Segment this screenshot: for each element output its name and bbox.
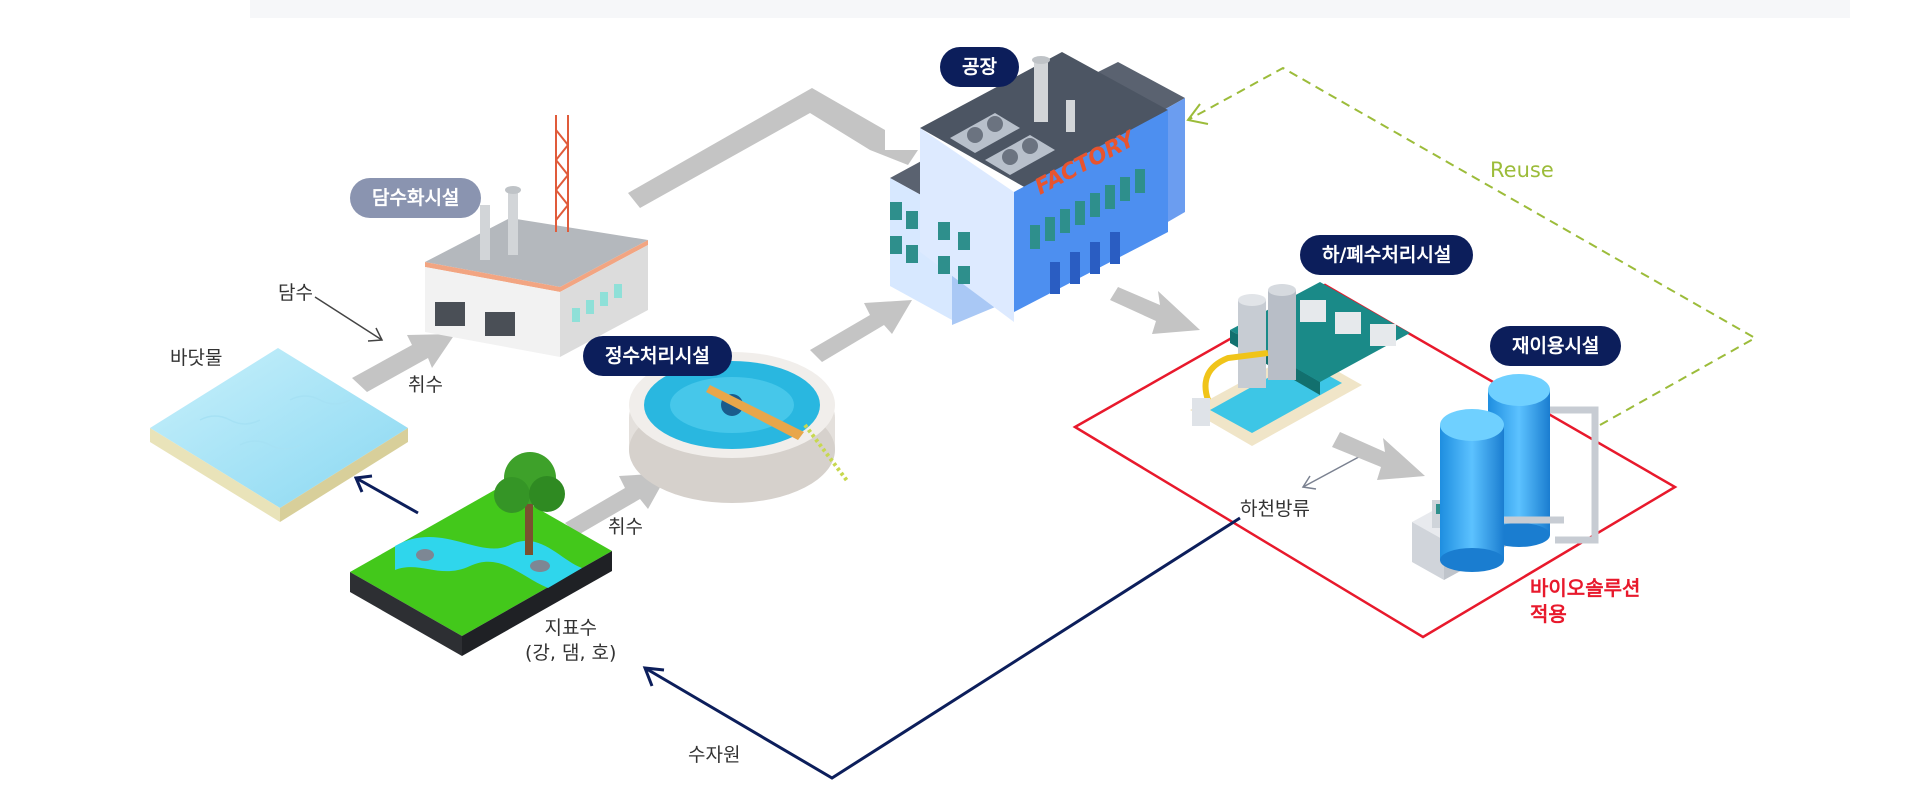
flow-arrow-factory-wastewater [1110, 287, 1200, 334]
bio-solution-line2: 적용 [1530, 602, 1567, 626]
desalination-plant-illustration [425, 115, 648, 357]
factory-illustration: FACTORY [890, 52, 1185, 325]
discharge-arrow [1302, 451, 1369, 488]
flow-arrow-wastewater-reuse [1332, 432, 1425, 480]
fresh-arrow [314, 296, 383, 341]
reuse-facility-label: 재이용시설 [1490, 326, 1622, 366]
seawater-illustration [150, 348, 408, 522]
to-sea-arrow [355, 476, 419, 515]
seawater-label: 바닷물 [170, 347, 223, 369]
desalination-label: 담수화시설 [350, 178, 482, 218]
intake-label-surface: 취수 [608, 516, 643, 538]
factory-label: 공장 [940, 47, 1019, 87]
flow-arrows [352, 88, 1425, 535]
purification-label: 정수처리시설 [583, 336, 732, 376]
flow-arrow-purify-factory [810, 300, 912, 362]
surface-water-label: 지표수 (강, 댐, 호) [525, 616, 616, 666]
reuse-label: Reuse [1490, 158, 1554, 182]
wastewater-label: 하/폐수처리시설 [1300, 235, 1474, 275]
surface-water-name: 지표수 [544, 617, 597, 639]
flow-arrow-desal-factory [628, 88, 918, 208]
wastewater-plant-illustration [1190, 282, 1410, 446]
flow-arrow-intake-sea [352, 334, 455, 392]
water-source-line [644, 516, 1241, 780]
purification-plant-illustration [629, 352, 850, 503]
bio-solution-note: 바이오솔루션 적용 [1530, 575, 1640, 627]
intake-label-sea: 취수 [408, 374, 443, 396]
bio-solution-line1: 바이오솔루션 [1530, 576, 1641, 600]
reuse-facility-illustration [1412, 374, 1599, 580]
water-source-label: 수자원 [688, 744, 741, 766]
surface-water-illustration [350, 452, 612, 656]
flow-arrow-intake-surface [565, 473, 668, 535]
surface-water-examples: (강, 댐, 호) [525, 642, 617, 664]
discharge-label: 하천방류 [1240, 498, 1310, 520]
fresh-water-label: 담수 [278, 282, 313, 304]
